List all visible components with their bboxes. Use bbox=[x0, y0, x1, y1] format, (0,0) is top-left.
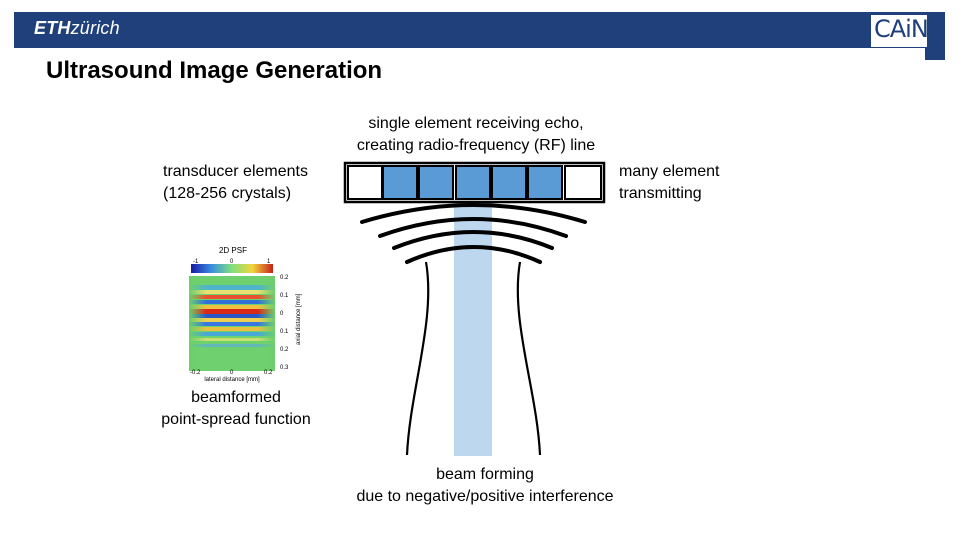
wavefronts bbox=[360, 203, 587, 264]
header-bar bbox=[14, 12, 945, 48]
label-many-element: many element transmitting bbox=[619, 163, 720, 202]
cbar-tick-1: 1 bbox=[267, 259, 271, 265]
svg-text:0.3: 0.3 bbox=[280, 365, 289, 371]
transducer-element bbox=[564, 165, 602, 200]
cain-logo: CAiN bbox=[874, 15, 929, 43]
transducer-elements bbox=[347, 165, 602, 200]
psf-ylabel: axial distance [mm] bbox=[296, 293, 302, 345]
header-side-strip bbox=[925, 12, 945, 60]
psf-x-ticks: -0.2 0 0.2 bbox=[190, 370, 273, 376]
label-transducer-elements: transducer elements (128-256 crystals) bbox=[163, 163, 308, 202]
beam-column bbox=[454, 201, 492, 456]
psf-edge-fade bbox=[189, 276, 275, 371]
psf-colorbar bbox=[191, 264, 273, 273]
psf-xlabel: lateral distance [mm] bbox=[204, 377, 260, 383]
transducer-element-active bbox=[491, 165, 527, 200]
psf-colorbar-ticks: -1 0 1 bbox=[193, 259, 271, 265]
svg-text:0.1: 0.1 bbox=[280, 293, 289, 299]
label-single-element: single element receiving echo, creating … bbox=[356, 115, 596, 154]
eth-zurich-logo: ETHzürich bbox=[34, 18, 120, 38]
transducer-element-active bbox=[382, 165, 418, 200]
transducer-array bbox=[343, 161, 606, 204]
beam-boundary-right bbox=[516, 261, 542, 456]
psf-plot: 2D PSF -1 0 1 0.2 0.1 0 0.1 bbox=[189, 246, 302, 383]
wavefront-arc-3 bbox=[392, 230, 554, 250]
cbar-tick-neg1: -1 bbox=[193, 259, 199, 265]
svg-text:0.2: 0.2 bbox=[280, 347, 289, 353]
svg-text:-0.2: -0.2 bbox=[190, 370, 201, 376]
svg-text:0: 0 bbox=[230, 370, 234, 376]
transducer-element-active bbox=[455, 165, 491, 200]
label-beam-forming: beam forming due to negative/positive in… bbox=[356, 466, 614, 505]
beam-boundaries bbox=[405, 261, 542, 456]
page-title: Ultrasound Image Generation bbox=[46, 57, 383, 84]
svg-text:0.2: 0.2 bbox=[280, 275, 289, 281]
cbar-tick-0: 0 bbox=[230, 259, 234, 265]
wavefront-arc-4 bbox=[405, 245, 542, 264]
svg-text:0.1: 0.1 bbox=[280, 329, 289, 335]
psf-y-ticks: 0.2 0.1 0 0.1 0.2 0.3 bbox=[280, 275, 289, 371]
wavefront-arc-2 bbox=[378, 217, 568, 238]
beam-boundary-left bbox=[405, 261, 430, 456]
cain-logo-background bbox=[871, 15, 927, 47]
psf-title: 2D PSF bbox=[219, 246, 247, 255]
transducer-element bbox=[347, 165, 383, 200]
svg-text:0: 0 bbox=[280, 311, 284, 317]
wavefront-arc-1 bbox=[360, 203, 587, 224]
transducer-element-active bbox=[418, 165, 454, 200]
svg-text:0.2: 0.2 bbox=[264, 370, 273, 376]
transducer-element-active bbox=[527, 165, 563, 200]
label-psf: beamformed point-spread function bbox=[161, 389, 311, 428]
